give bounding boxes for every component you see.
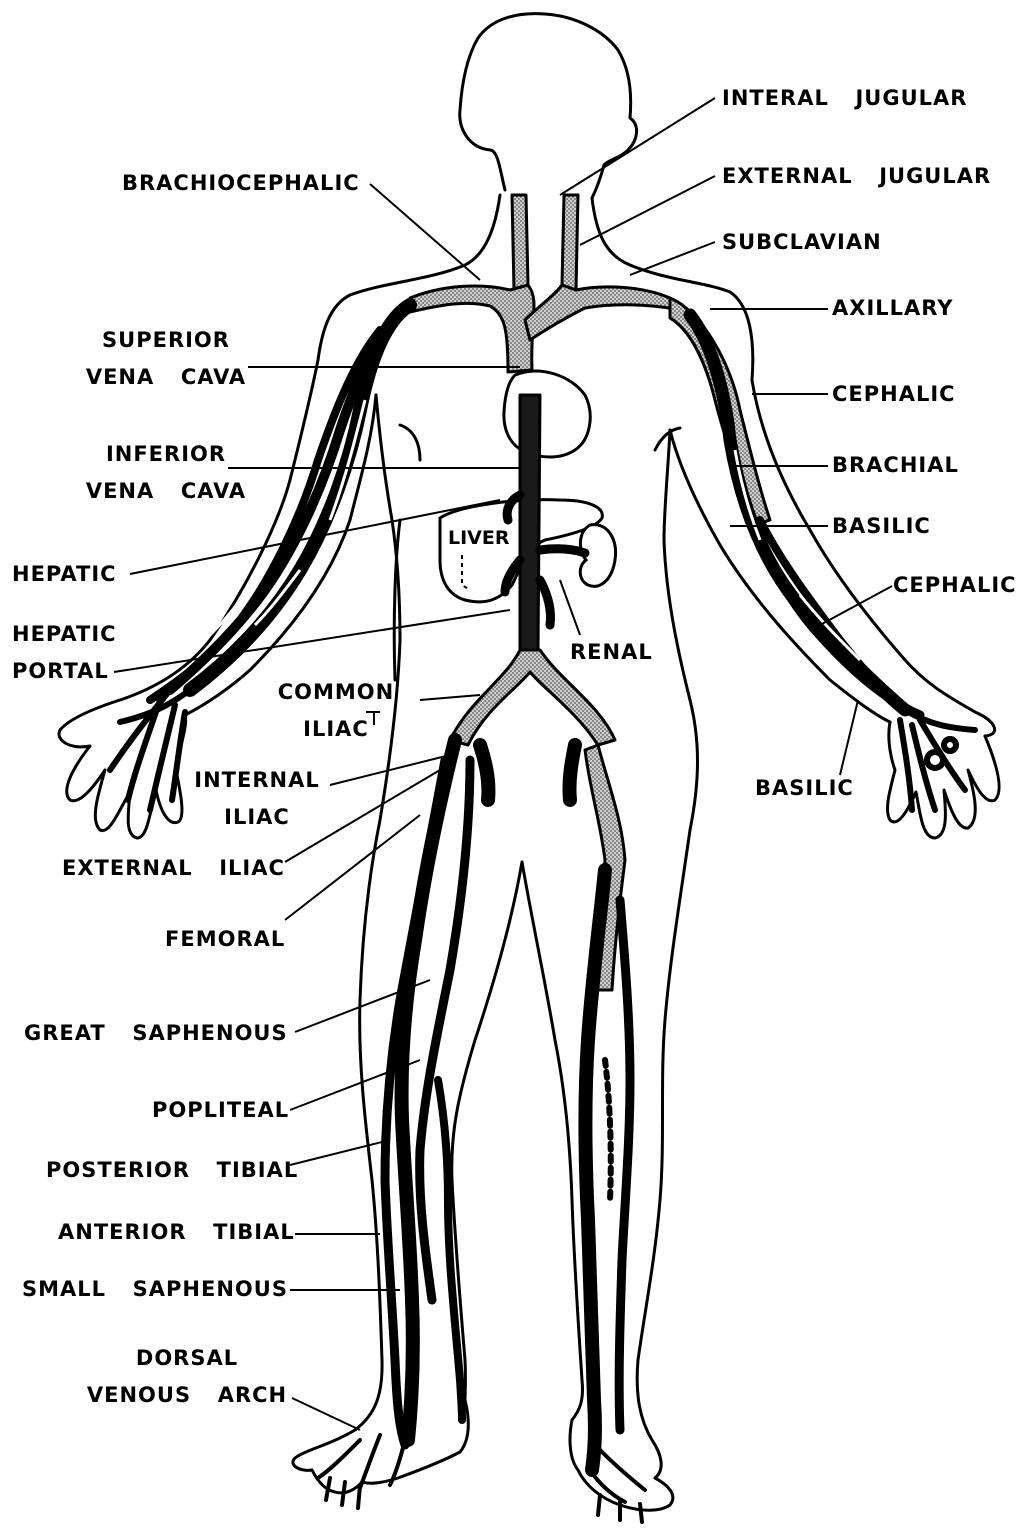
label-interal-jugular: INTERAL JUGULAR — [722, 80, 967, 117]
label-common-iliac: COMMON ILIAC — [268, 674, 404, 748]
label-brachial: BRACHIAL — [832, 447, 959, 484]
label-cephalic-lower: CEPHALIC — [893, 567, 1017, 604]
label-anterior-tibial: ANTERIOR TIBIAL — [58, 1214, 295, 1251]
label-dorsal-venous-arch: DORSAL VENOUS ARCH — [82, 1340, 292, 1414]
right-hand-veins — [900, 710, 975, 810]
label-superior-vena-cava: SUPERIOR VENA CAVA — [80, 322, 252, 396]
left-hand-veins — [110, 690, 190, 810]
leg-veins — [385, 740, 630, 1470]
label-hepatic-portal: HEPATIC PORTAL — [12, 616, 117, 690]
label-cephalic-upper: CEPHALIC — [832, 376, 956, 413]
label-hepatic: HEPATIC — [12, 556, 117, 593]
label-external-jugular: EXTERNAL JUGULAR — [722, 158, 991, 195]
label-small-saphenous: SMALL SAPHENOUS — [22, 1271, 288, 1308]
label-subclavian: SUBCLAVIAN — [722, 224, 882, 261]
label-great-saphenous: GREAT SAPHENOUS — [24, 1015, 288, 1052]
label-brachiocephalic: BRACHIOCEPHALIC — [122, 165, 360, 202]
label-axillary: AXILLARY — [832, 290, 954, 327]
label-liver: LIVER — [448, 527, 510, 549]
label-basilic-lower: BASILIC — [755, 770, 854, 807]
label-external-iliac: EXTERNAL ILIAC — [62, 850, 285, 887]
label-basilic-upper: BASILIC — [832, 508, 931, 545]
label-inferior-vena-cava: INFERIOR VENA CAVA — [80, 436, 252, 510]
label-internal-iliac: INTERNAL ILIAC — [185, 762, 329, 836]
heart — [504, 371, 590, 457]
label-posterior-tibial: POSTERIOR TIBIAL — [46, 1152, 298, 1189]
label-renal: RENAL — [570, 634, 653, 671]
label-femoral: FEMORAL — [165, 921, 285, 958]
label-popliteal: POPLITEAL — [152, 1092, 289, 1129]
